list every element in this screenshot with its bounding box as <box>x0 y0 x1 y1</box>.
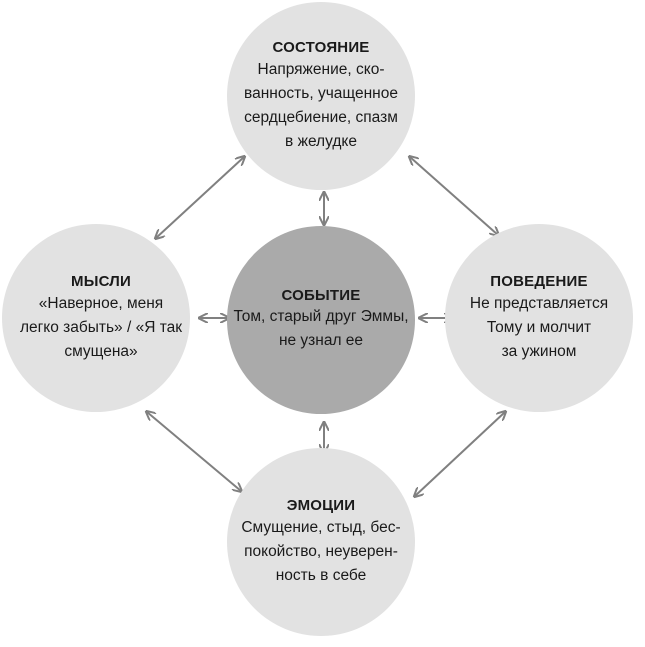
event-node: СОБЫТИЕ Том, старый друг Эммы, не узнал … <box>227 226 415 414</box>
arrow-state-thoughts <box>156 157 244 238</box>
arrow-state-behavior <box>410 157 498 235</box>
thoughts-node: МЫСЛИ «Наверное, меня легко забыть» / «Я… <box>2 224 190 412</box>
event-description: Том, старый друг Эммы, не узнал ее <box>233 308 409 349</box>
event-title: СОБЫТИЕ <box>281 287 361 304</box>
behavior-title: ПОВЕДЕНИЕ <box>490 272 588 290</box>
emotions-node: ЭМОЦИИ Смущение, стыд, бес- покойство, н… <box>227 448 415 636</box>
thoughts-description: «Наверное, меня легко забыть» / «Я так с… <box>19 294 183 360</box>
emotions-title: ЭМОЦИИ <box>286 496 356 514</box>
emotions-description: Смущение, стыд, бес- покойство, неуверен… <box>241 518 401 584</box>
state-node: СОСТОЯНИЕ Напряжение, ско- ванность, уча… <box>227 2 415 190</box>
arrow-thoughts-emotions <box>147 412 241 491</box>
state-title: СОСТОЯНИЕ <box>272 38 370 56</box>
thoughts-title: МЫСЛИ <box>71 272 131 290</box>
behavior-description: Не представляется Тому и молчит за ужино… <box>469 294 609 360</box>
state-description: Напряжение, ско- ванность, учащенное сер… <box>244 60 398 150</box>
behavior-node: ПОВЕДЕНИЕ Не представляется Тому и молчи… <box>445 224 633 412</box>
arrow-behavior-emotions <box>415 412 505 496</box>
